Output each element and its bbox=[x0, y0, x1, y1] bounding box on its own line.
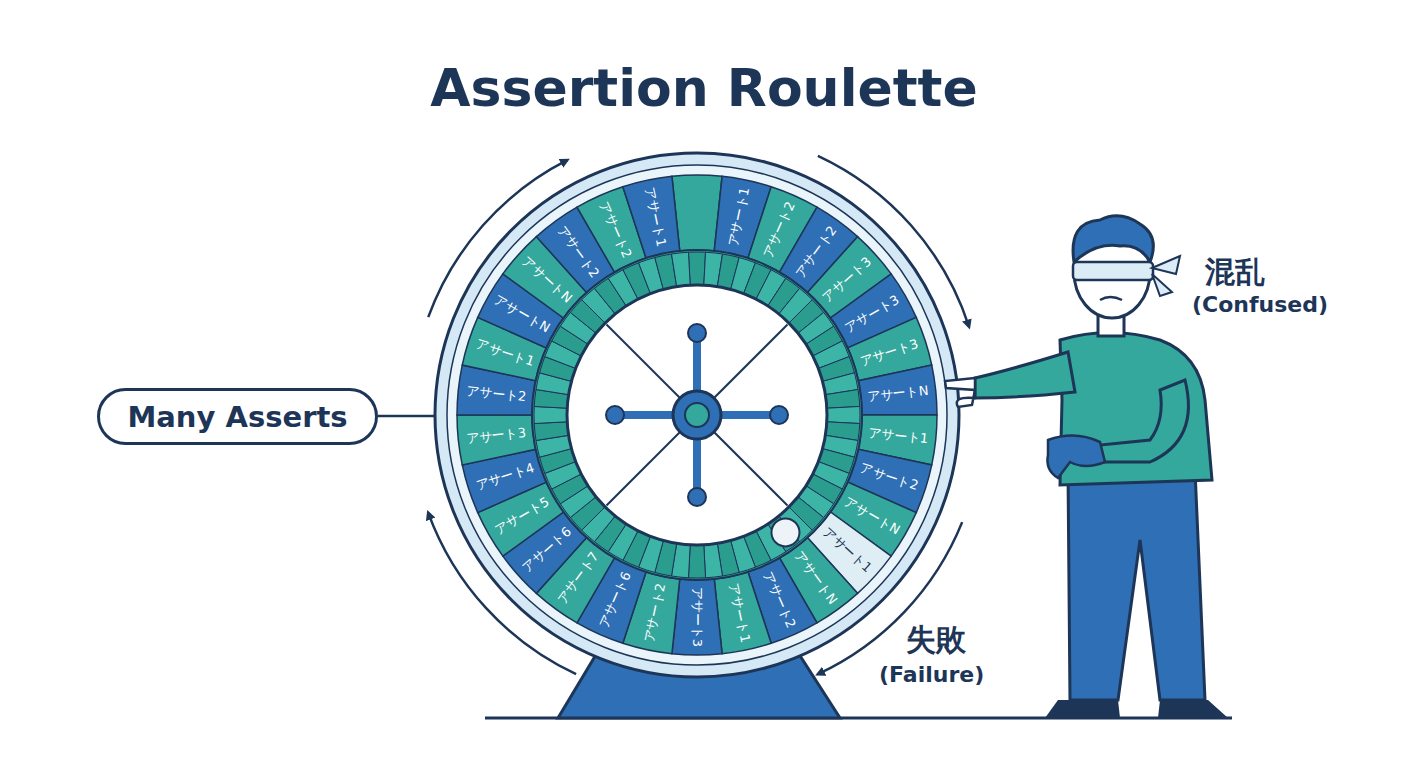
turret-knob bbox=[688, 324, 706, 342]
wheel-pocket bbox=[534, 422, 568, 441]
pocket-ring bbox=[532, 250, 862, 580]
wheel-pocket bbox=[688, 545, 705, 578]
person-shoe bbox=[1158, 700, 1228, 718]
annotation-label: 混乱 bbox=[1205, 252, 1265, 293]
person-mouth bbox=[1100, 297, 1122, 300]
wheel-segment bbox=[858, 365, 937, 415]
callout-text: Many Asserts bbox=[127, 400, 347, 434]
roulette-ball bbox=[771, 518, 799, 546]
wheel-segment bbox=[457, 415, 536, 465]
wheel-segment bbox=[623, 176, 680, 258]
segment-label: アサート3 bbox=[690, 587, 704, 647]
turret-knob bbox=[688, 488, 706, 506]
turret-knob bbox=[770, 406, 788, 424]
person-shoe bbox=[1045, 700, 1120, 718]
diagram-title: Assertion Roulette bbox=[0, 58, 1408, 118]
annotation-label: 失敗 bbox=[906, 620, 966, 661]
roulette-wheel bbox=[435, 153, 959, 677]
annotation-label: (Confused) bbox=[1192, 292, 1328, 317]
spin-arrow bbox=[428, 513, 576, 674]
outer-frame bbox=[435, 153, 959, 677]
person-arm bbox=[975, 352, 1075, 398]
wheel-pocket bbox=[672, 252, 691, 286]
leader-line bbox=[378, 415, 437, 418]
person-hand bbox=[945, 378, 975, 407]
blindfold-knot bbox=[1152, 256, 1180, 296]
wheel-hub bbox=[673, 391, 721, 439]
wheel-segment bbox=[672, 175, 722, 251]
wheel-pocket bbox=[827, 406, 860, 423]
wheel-pocket bbox=[534, 406, 567, 423]
person-legs bbox=[1068, 470, 1205, 700]
spin-arrows bbox=[428, 156, 969, 674]
callout-box: Many Asserts bbox=[97, 388, 378, 445]
blindfolded-person bbox=[945, 216, 1228, 718]
wheel-segment bbox=[714, 572, 771, 654]
wheel-pocket bbox=[825, 390, 859, 409]
annotation-label: (Failure) bbox=[879, 662, 984, 687]
wheel-segment bbox=[672, 579, 722, 655]
wheel-hub-cap bbox=[685, 403, 709, 427]
wheel-pocket bbox=[688, 252, 705, 285]
wheel-pocket bbox=[704, 543, 723, 577]
person-hair bbox=[1073, 216, 1153, 262]
turret-knob bbox=[606, 406, 624, 424]
held-object bbox=[1047, 435, 1105, 478]
person-arm bbox=[1100, 380, 1188, 462]
frame-ring bbox=[447, 165, 947, 665]
blindfold bbox=[1073, 262, 1153, 280]
wheel-center bbox=[567, 285, 827, 545]
